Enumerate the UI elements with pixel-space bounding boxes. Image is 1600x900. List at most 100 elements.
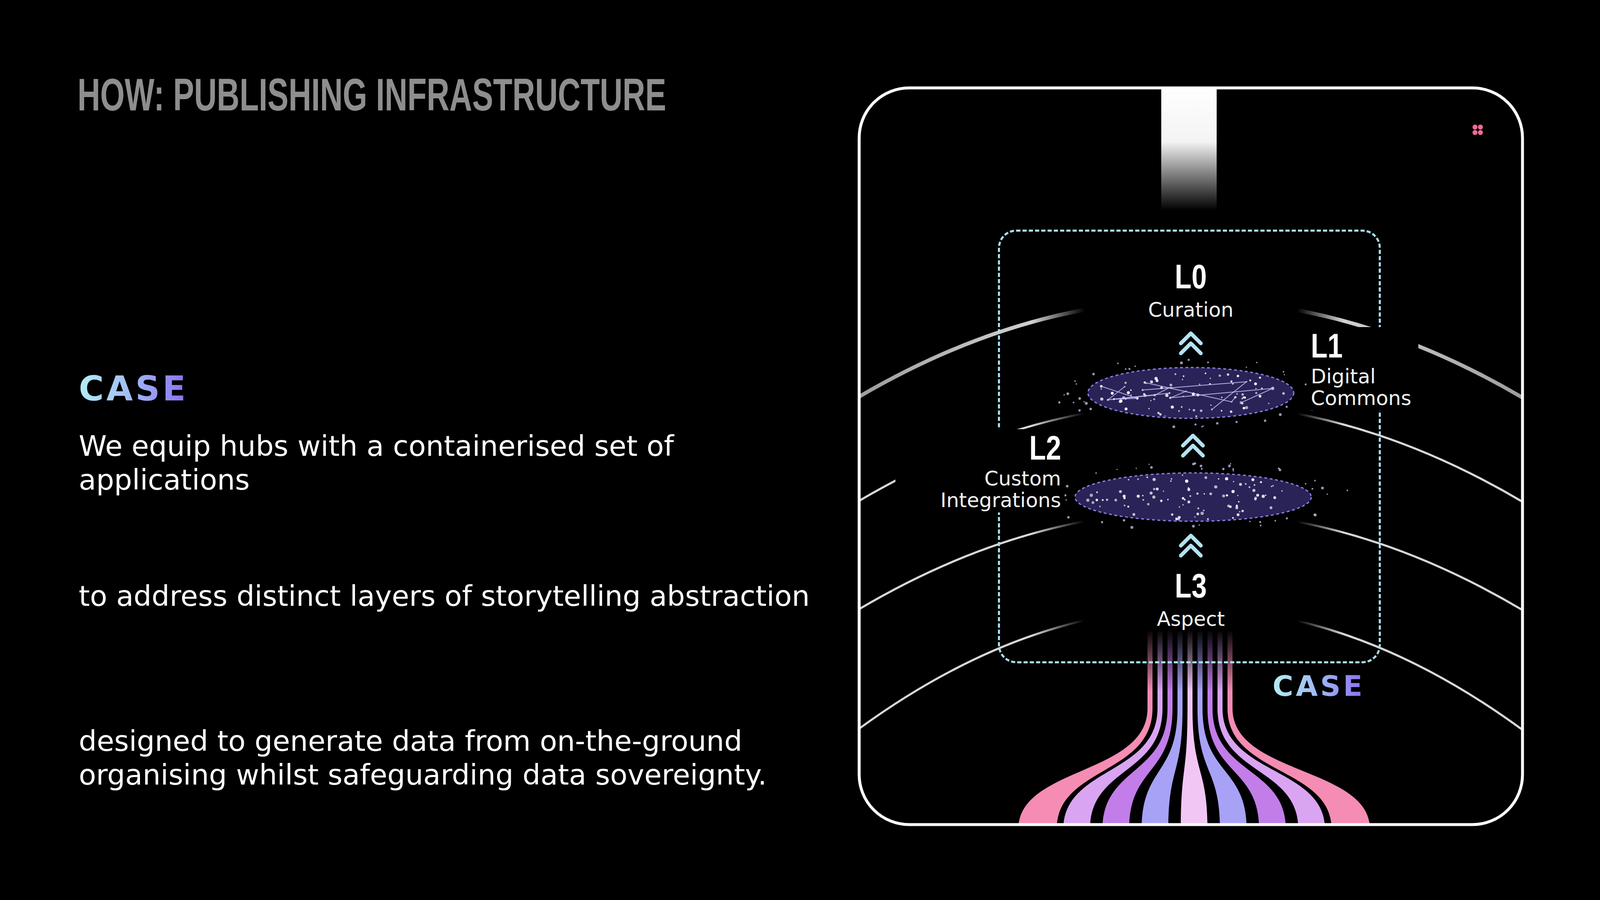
star-dust: [1072, 401, 1075, 404]
panel-content: [859, 87, 1523, 825]
star: [1220, 396, 1223, 399]
star: [1187, 500, 1190, 504]
star-dust: [1116, 468, 1118, 470]
star-dust: [1304, 482, 1307, 485]
orbit-arcs: [859, 300, 1523, 736]
star-dust: [1283, 374, 1285, 376]
star: [1230, 380, 1233, 383]
data-stream: [1197, 631, 1247, 825]
star: [1099, 505, 1101, 508]
star: [1170, 480, 1172, 482]
constellation-line: [1170, 388, 1273, 403]
star: [1249, 379, 1252, 382]
constellation-line: [1144, 382, 1236, 403]
star: [1259, 376, 1262, 379]
star: [1209, 492, 1212, 495]
star-dust: [1326, 493, 1328, 495]
star: [1153, 398, 1156, 401]
star-dust: [1255, 361, 1258, 364]
star: [1237, 500, 1240, 503]
star-dust: [1135, 467, 1137, 469]
star: [1136, 494, 1140, 498]
star: [1167, 498, 1169, 501]
data-stream: [1180, 631, 1208, 825]
star-dust: [1259, 524, 1262, 527]
star-dust: [1148, 463, 1150, 465]
star-dust: [1235, 420, 1238, 423]
star: [1272, 485, 1274, 487]
layer-ellipse: L2Custom Integrations: [1073, 471, 1313, 523]
star-dust: [1320, 486, 1324, 490]
level-connector: [1182, 435, 1203, 456]
star: [1227, 504, 1230, 508]
star-dust: [1285, 405, 1288, 408]
star: [1225, 494, 1228, 497]
star-dust: [1232, 467, 1235, 470]
chevron: [1182, 445, 1203, 456]
star: [1149, 491, 1153, 495]
star-dust: [1187, 358, 1190, 361]
star: [1236, 393, 1238, 395]
star: [1251, 478, 1255, 482]
layer-label: L3Aspect: [1099, 568, 1283, 630]
star-dust: [1078, 397, 1081, 400]
data-stream: [1207, 631, 1286, 825]
star: [1256, 493, 1260, 497]
star: [1261, 494, 1265, 498]
star-dust: [1311, 487, 1313, 490]
layer-label: L0Curation: [1099, 259, 1283, 321]
chevron: [1180, 535, 1201, 546]
star: [1150, 380, 1153, 383]
star: [1235, 506, 1238, 510]
star: [1181, 378, 1183, 380]
star: [1105, 498, 1109, 502]
star: [1196, 492, 1199, 495]
star: [1236, 513, 1240, 517]
star: [1252, 489, 1255, 493]
star: [1232, 517, 1234, 519]
level-heading: L3: [1175, 568, 1208, 603]
star: [1146, 502, 1150, 506]
star: [1206, 517, 1209, 520]
star-dust: [1074, 380, 1076, 383]
star-dust: [1346, 489, 1348, 492]
star: [1086, 498, 1090, 503]
star-dust: [1278, 468, 1281, 472]
star: [1175, 517, 1178, 520]
star: [1197, 507, 1200, 510]
body-text: designed to generate data from on-the-gr…: [78, 724, 813, 792]
star: [1259, 481, 1262, 484]
star: [1270, 485, 1273, 488]
level-heading: L2: [1029, 430, 1062, 465]
chevron: [1180, 545, 1201, 556]
star-dust: [1245, 366, 1248, 368]
star: [1200, 511, 1204, 515]
constellation-line: [1107, 386, 1170, 400]
level-heading: L0: [1175, 259, 1208, 294]
data-stream: [1141, 631, 1183, 825]
star: [1225, 477, 1229, 481]
star-dust: [1232, 470, 1234, 472]
star: [1222, 494, 1225, 498]
star: [1110, 391, 1114, 395]
star-dust: [1199, 464, 1203, 468]
level-heading-row: L2: [898, 430, 1062, 465]
star: [1209, 377, 1211, 379]
star: [1188, 408, 1190, 410]
star: [1241, 393, 1244, 396]
star-dust: [1216, 422, 1219, 425]
brand-logo: CASE: [78, 371, 189, 406]
star-dust: [1063, 394, 1065, 396]
star: [1100, 387, 1102, 390]
star-dust: [1130, 525, 1134, 529]
star: [1152, 477, 1156, 482]
chevron: [1180, 343, 1201, 354]
star: [1114, 498, 1117, 502]
star: [1142, 499, 1144, 501]
star: [1231, 490, 1235, 494]
star: [1244, 482, 1247, 485]
star: [1242, 407, 1246, 410]
level-name: Custom Integrations: [898, 467, 1062, 511]
dot-icon: [1472, 124, 1483, 135]
star: [1155, 487, 1159, 491]
